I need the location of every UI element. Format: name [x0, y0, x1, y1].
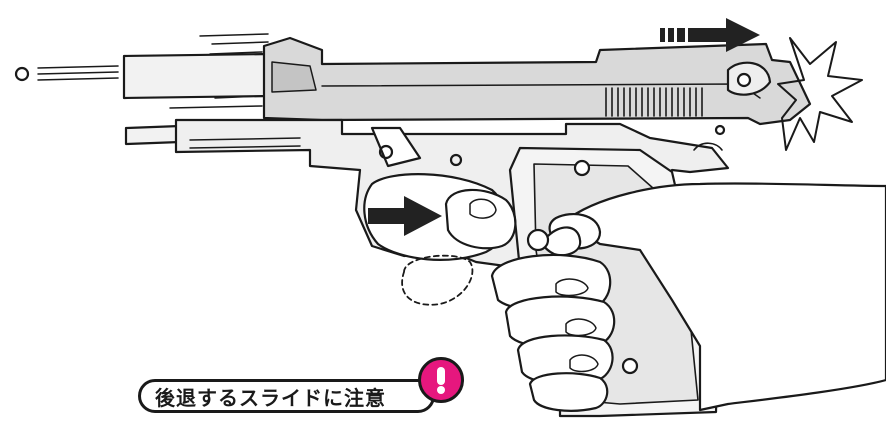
- ejected-casing: [14, 65, 119, 82]
- arrow-right-icon: [368, 196, 442, 236]
- caption-text: 後退するスライドに注意: [155, 385, 386, 410]
- exclamation-icon: [418, 357, 464, 403]
- previous-finger-outline: [401, 254, 474, 306]
- hand: [444, 182, 886, 412]
- slide: [262, 36, 812, 126]
- impact-burst-icon: [777, 37, 863, 151]
- caption-box: 後退するスライドに注意: [138, 379, 435, 413]
- arrow-right-icon: [660, 18, 760, 52]
- slide-stop-knob: [526, 228, 550, 252]
- exclamation-glyph: [437, 367, 445, 394]
